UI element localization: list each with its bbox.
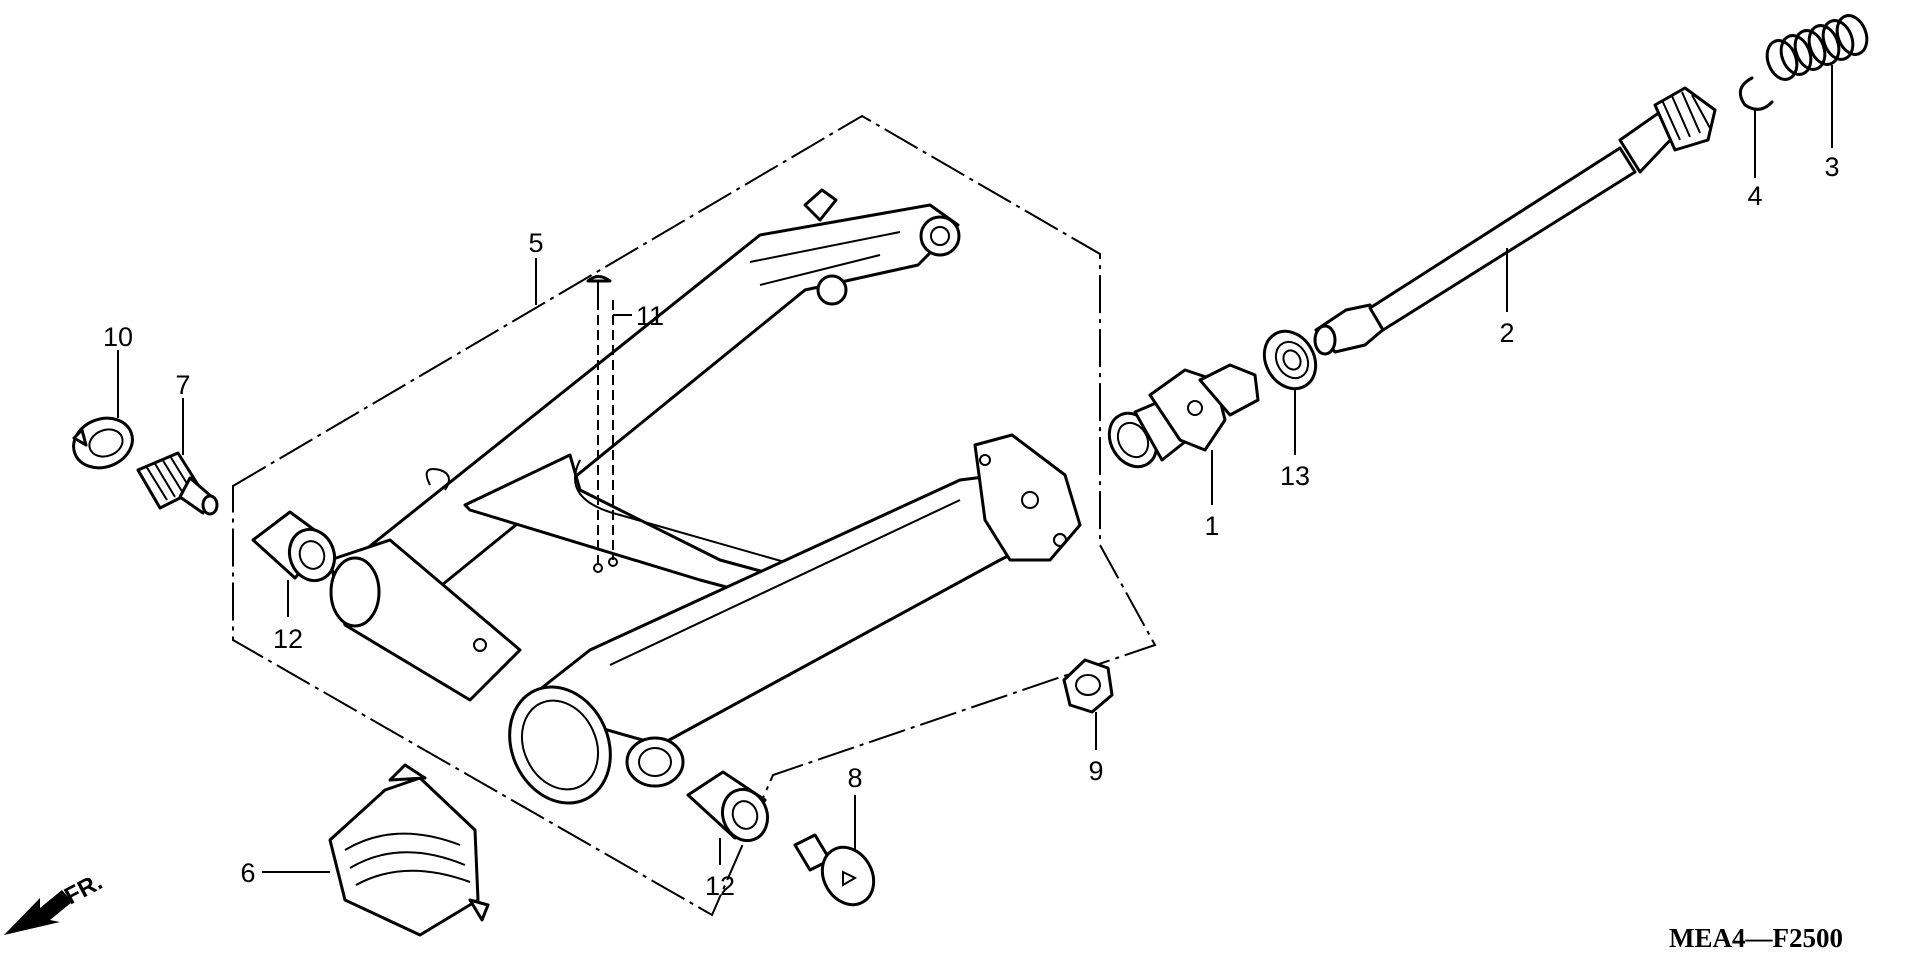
pin-hole-b — [608, 557, 618, 567]
bearing-12-upper — [251, 510, 337, 583]
drive-shaft-2 — [1313, 86, 1717, 356]
locknut-10 — [72, 416, 134, 470]
callout-10: 10 — [103, 322, 133, 352]
callout-11: 11 — [636, 301, 664, 331]
assembly-boundary — [232, 114, 1157, 917]
callout-4: 4 — [1747, 181, 1762, 211]
boot-6 — [328, 763, 490, 937]
pin-hole-a — [593, 563, 603, 573]
pivot-bolt-8 — [793, 833, 876, 907]
callout-5: 5 — [528, 228, 543, 258]
callout-7: 7 — [175, 370, 190, 400]
front-arrow: FR. — [4, 868, 107, 935]
callout-1: 1 — [1204, 511, 1219, 541]
spring-3 — [1765, 14, 1869, 81]
callout-6: 6 — [240, 858, 255, 888]
flange-nut-9 — [1062, 658, 1114, 714]
callout-9: 9 — [1088, 756, 1103, 786]
diagram-code: MEA4—F2500 — [1669, 923, 1843, 953]
front-arrow-icon — [4, 890, 72, 935]
callout-2: 2 — [1499, 318, 1514, 348]
universal-joint-1 — [1107, 363, 1260, 469]
callout-13: 13 — [1280, 461, 1310, 491]
callout-3: 3 — [1824, 152, 1839, 182]
callout-12-upper: 12 — [273, 624, 303, 654]
callout-12-lower: 12 — [705, 871, 735, 901]
bearing-12-lower — [686, 770, 770, 843]
circlip-4 — [1738, 76, 1774, 111]
swingarm — [328, 188, 1082, 805]
screw-11 — [586, 275, 612, 300]
oil-seal-13 — [1262, 329, 1318, 391]
adjusting-bolt-7 — [136, 451, 219, 516]
callout-8: 8 — [847, 763, 862, 793]
